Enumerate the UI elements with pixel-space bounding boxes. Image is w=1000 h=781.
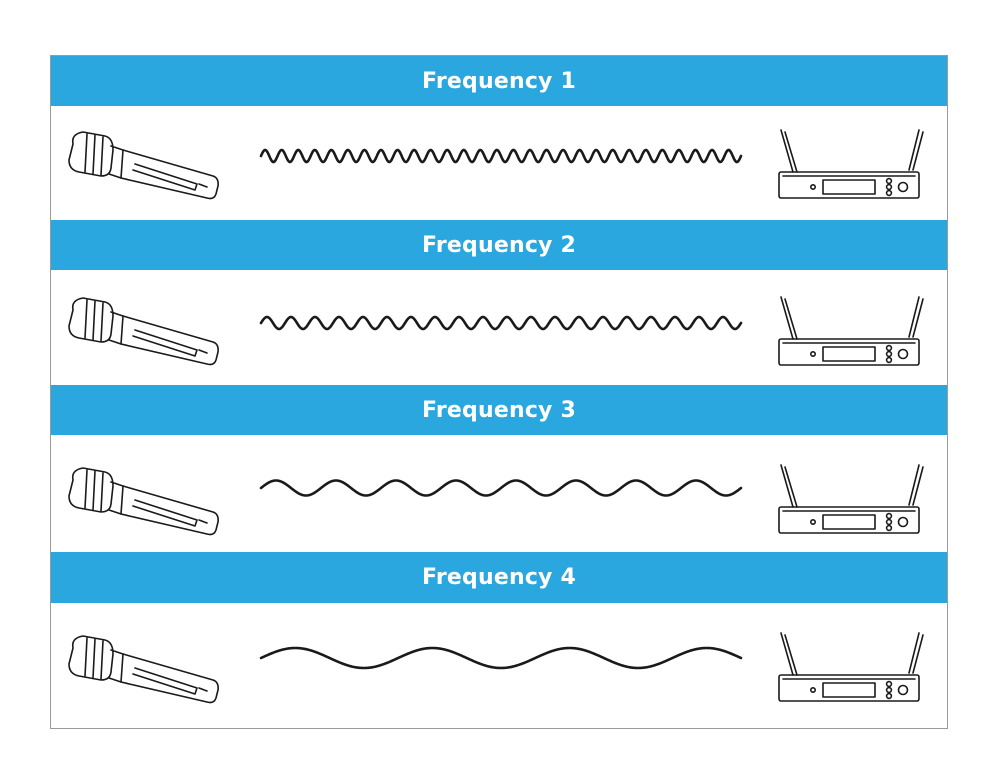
- microphone-icon: [68, 467, 219, 536]
- wave-4: [259, 646, 743, 670]
- frequency-header-4: Frequency 4: [51, 552, 947, 603]
- diagram-frame: Frequency 1 Frequency 2 Frequency 3 Freq…: [50, 55, 948, 729]
- frequency-row-3: [51, 435, 947, 552]
- frequency-label-3: Frequency 3: [422, 397, 576, 423]
- frequency-row-4: [51, 603, 947, 728]
- wave-1: [259, 148, 743, 164]
- frequency-label-4: Frequency 4: [422, 565, 576, 590]
- wireless-receiver-icon: [778, 296, 924, 366]
- microphone-icon: [68, 131, 219, 200]
- wave-3: [259, 479, 743, 497]
- frequency-header-3: Frequency 3: [51, 385, 947, 435]
- wave-path: [259, 315, 743, 331]
- frequency-label-2: Frequency 2: [422, 232, 576, 258]
- wireless-receiver-icon: [778, 632, 924, 702]
- microphone-icon: [68, 297, 219, 366]
- wave-2: [259, 315, 743, 331]
- frequency-header-2: Frequency 2: [51, 220, 947, 270]
- frequency-header-1: Frequency 1: [51, 56, 947, 106]
- wireless-receiver-icon: [778, 464, 924, 534]
- wave-path: [259, 479, 743, 497]
- wave-path: [259, 646, 743, 670]
- microphone-icon: [68, 635, 219, 704]
- wave-path: [259, 148, 743, 164]
- frequency-row-1: [51, 106, 947, 220]
- frequency-label-1: Frequency 1: [422, 68, 576, 94]
- frequency-row-2: [51, 270, 947, 385]
- wireless-receiver-icon: [778, 129, 924, 199]
